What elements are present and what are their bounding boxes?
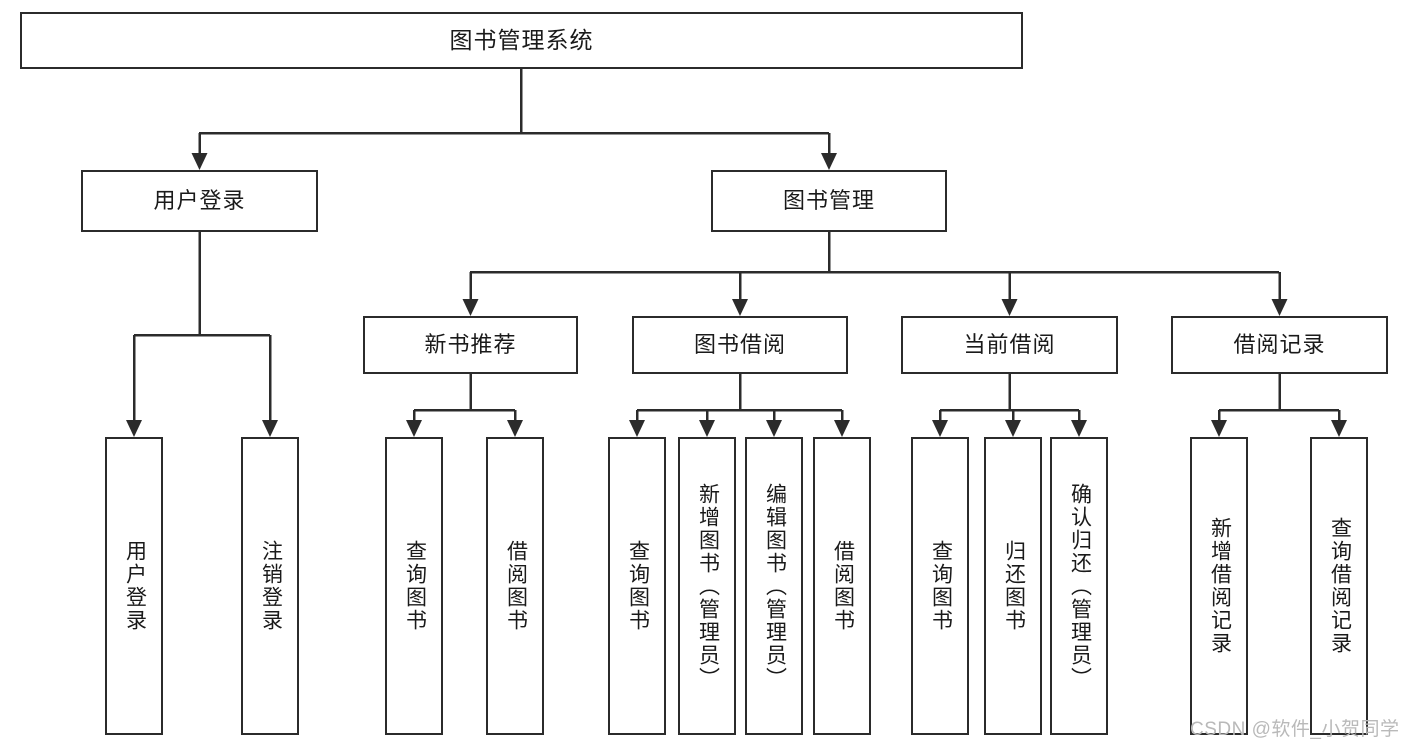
node-label: 用户登录 (153, 187, 246, 213)
watermark-text: CSDN @软件_小贺同学 (1190, 719, 1400, 740)
leaf-node-3: 借阅图书 (486, 437, 544, 735)
leaf-node-12: 查询借阅记录 (1310, 437, 1368, 735)
level3-node-3: 借阅记录 (1171, 316, 1388, 374)
leaf-node-0: 用户登录 (105, 437, 163, 735)
level3-node-0: 新书推荐 (363, 316, 578, 374)
node-label: 查询借阅记录 (1328, 517, 1352, 655)
node-label: 用户登录 (123, 540, 147, 632)
node-label: 注销登录 (259, 540, 283, 632)
node-label: 归还图书 (1002, 540, 1026, 632)
node-label: 编辑图书（管理员） (763, 482, 787, 690)
level2-node-0: 用户登录 (81, 170, 318, 232)
node-label: 借阅图书 (504, 540, 528, 632)
level2-node-1: 图书管理 (711, 170, 947, 232)
leaf-node-4: 查询图书 (608, 437, 666, 735)
node-label: 图书管理系统 (449, 26, 594, 53)
leaf-node-9: 归还图书 (984, 437, 1042, 735)
leaf-node-1: 注销登录 (241, 437, 299, 735)
node-label: 当前借阅 (963, 331, 1056, 357)
node-label: 查询图书 (403, 540, 427, 632)
level3-node-1: 图书借阅 (632, 316, 848, 374)
node-label: 新增图书（管理员） (696, 482, 720, 690)
leaf-node-2: 查询图书 (385, 437, 443, 735)
node-label: 查询图书 (929, 540, 953, 632)
leaf-node-6: 编辑图书（管理员） (745, 437, 803, 735)
node-label: 确认归还（管理员） (1068, 482, 1092, 690)
root-node-0: 图书管理系统 (20, 12, 1023, 69)
leaf-node-8: 查询图书 (911, 437, 969, 735)
leaf-node-5: 新增图书（管理员） (678, 437, 736, 735)
node-label: 图书管理 (782, 187, 875, 213)
leaf-node-10: 确认归还（管理员） (1050, 437, 1108, 735)
node-label: 新书推荐 (424, 331, 517, 357)
leaf-node-7: 借阅图书 (813, 437, 871, 735)
node-label: 借阅记录 (1233, 331, 1326, 357)
node-label: 借阅图书 (831, 540, 855, 632)
node-label: 图书借阅 (693, 331, 786, 357)
leaf-node-11: 新增借阅记录 (1190, 437, 1248, 735)
level3-node-2: 当前借阅 (901, 316, 1118, 374)
node-label: 查询图书 (626, 540, 650, 632)
node-label: 新增借阅记录 (1208, 517, 1232, 655)
